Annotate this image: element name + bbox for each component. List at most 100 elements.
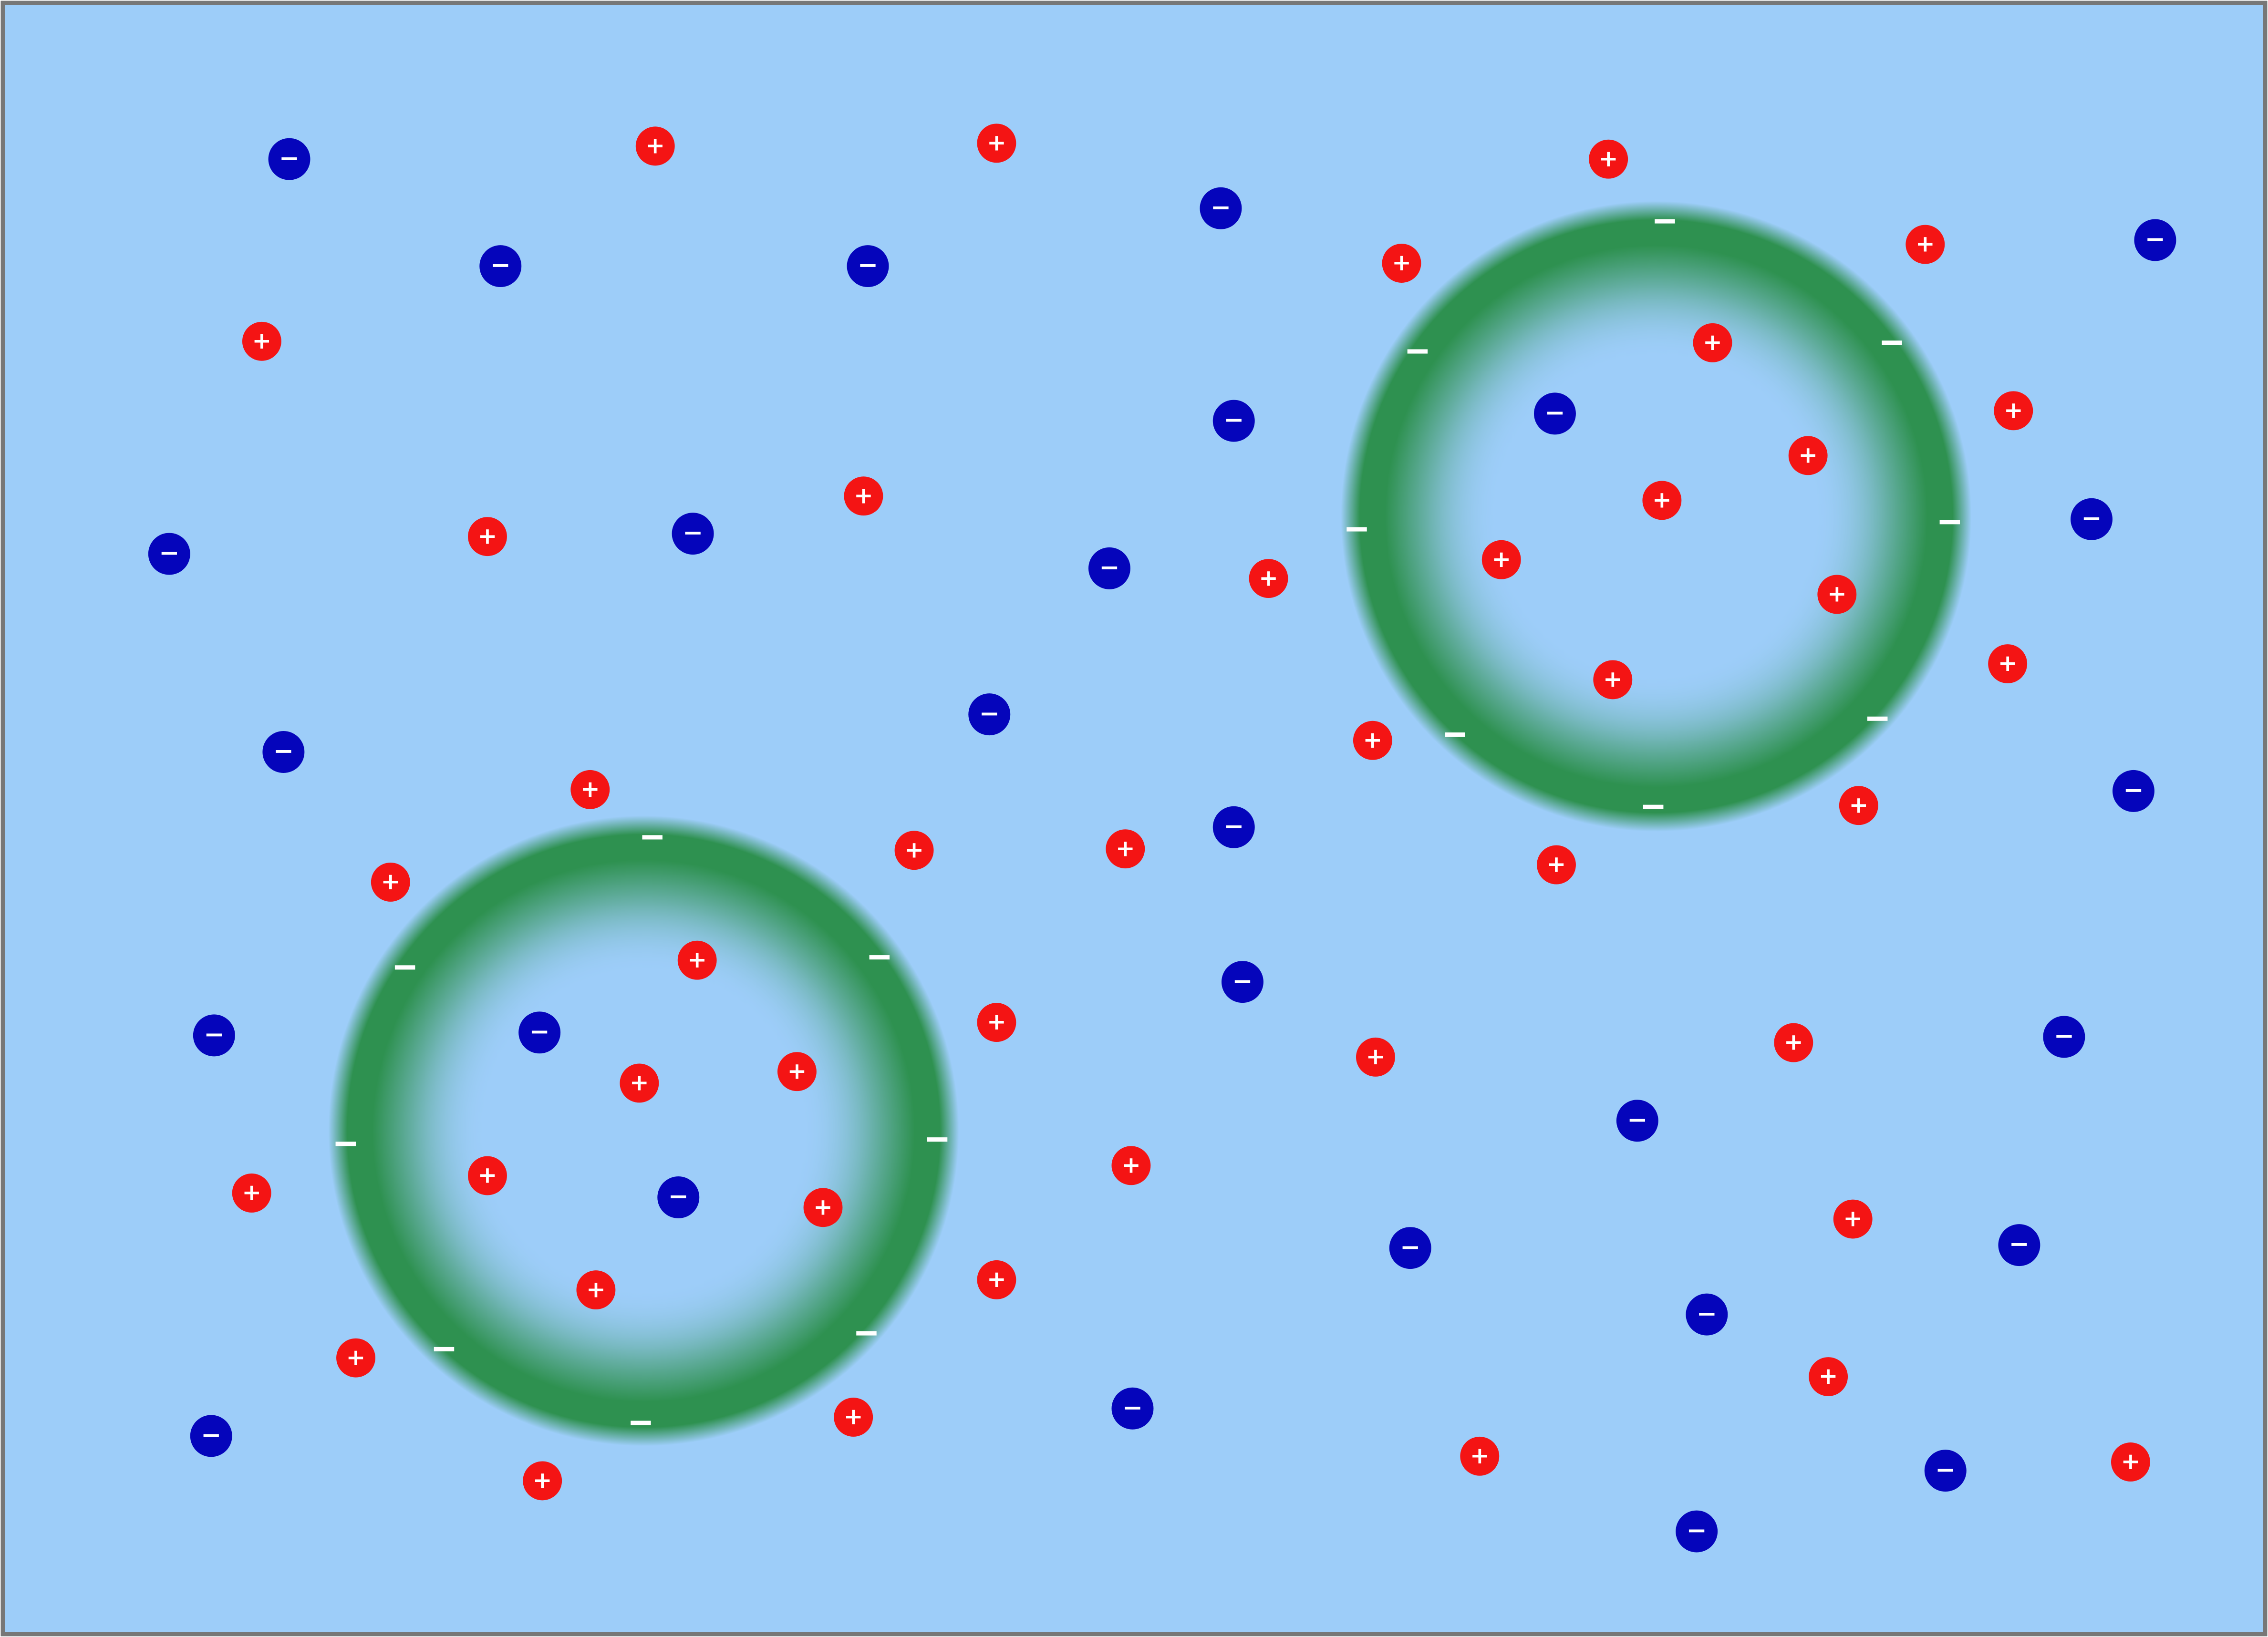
- plus-sign-icon: +: [987, 129, 1006, 156]
- plus-sign-icon: +: [1547, 851, 1566, 878]
- negative-ion: −: [968, 693, 1011, 736]
- plus-sign-icon: +: [987, 1266, 1006, 1293]
- shell-negative-charge-mark: [631, 1421, 651, 1425]
- plus-sign-icon: +: [381, 868, 400, 895]
- negative-ion-body: [968, 693, 1011, 736]
- minus-sign-icon: −: [159, 539, 179, 567]
- plus-sign-icon: +: [1121, 1152, 1141, 1178]
- positive-ion: +: [1589, 139, 1628, 179]
- plus-sign-icon: +: [242, 1179, 261, 1206]
- positive-ion-body: [1593, 660, 1633, 700]
- positive-ion-body: [803, 1188, 843, 1227]
- positive-ion-body: [1537, 845, 1576, 885]
- positive-ion-body: [242, 321, 281, 361]
- plus-sign-icon: +: [1843, 1205, 1863, 1232]
- minus-sign-icon: −: [1935, 1455, 1956, 1484]
- positive-ion: +: [1481, 540, 1521, 579]
- positive-ion-body: [1994, 391, 2033, 431]
- negative-ion-body: [1212, 806, 1255, 848]
- plus-sign-icon: +: [1259, 565, 1278, 591]
- shell-negative-charge-mark: [1445, 732, 1465, 737]
- positive-ion-body: [1988, 644, 2028, 683]
- negative-ion: −: [2043, 1016, 2085, 1058]
- ion-layer: ++++++++++++++++++++++++++++++++++++++++…: [148, 124, 2176, 1553]
- plus-sign-icon: +: [904, 836, 924, 863]
- positive-ion-body: [570, 770, 610, 809]
- positive-ion: +: [1817, 575, 1857, 614]
- negative-ion-body: [1924, 1450, 1967, 1492]
- positive-ion: +: [620, 1063, 659, 1103]
- minus-sign-icon: −: [1223, 406, 1244, 434]
- shell-negative-charge-mark: [1346, 527, 1367, 532]
- positive-ion-body: [1788, 436, 1828, 475]
- positive-ion-body: [1249, 559, 1288, 598]
- shell-ring: [328, 815, 959, 1446]
- positive-ion-body: [894, 831, 934, 870]
- negative-ion: −: [1200, 187, 1242, 229]
- positive-ion: +: [777, 1052, 817, 1091]
- plus-sign-icon: +: [1363, 727, 1383, 753]
- plus-sign-icon: +: [687, 947, 707, 973]
- minus-sign-icon: −: [1627, 1105, 1647, 1134]
- positive-ion: +: [242, 321, 281, 361]
- positive-ion: +: [677, 940, 717, 980]
- minus-sign-icon: −: [1223, 812, 1244, 841]
- positive-ion-body: [844, 476, 883, 516]
- plus-sign-icon: +: [645, 133, 665, 159]
- positive-ion-body: [1906, 225, 1945, 264]
- negative-ion-body: [1111, 1387, 1154, 1430]
- positive-ion-body: [1382, 244, 1421, 283]
- negative-ion: −: [518, 1011, 561, 1054]
- plus-sign-icon: +: [346, 1344, 366, 1371]
- shell-negative-charge-mark: [335, 1142, 356, 1146]
- minus-sign-icon: −: [1544, 399, 1565, 427]
- positive-ion: +: [468, 1156, 507, 1195]
- negative-ion-body: [2071, 498, 2113, 540]
- negative-ion: −: [2134, 219, 2176, 261]
- minus-sign-icon: −: [204, 1020, 224, 1049]
- positive-ion-body: [1589, 139, 1628, 179]
- positive-ion-body: [1106, 829, 1145, 869]
- positive-ion-body: [834, 1398, 873, 1437]
- plus-sign-icon: +: [533, 1467, 552, 1494]
- positive-ion: +: [1382, 244, 1421, 283]
- negative-ion: −: [1533, 392, 1576, 435]
- positive-ion: +: [1249, 559, 1288, 598]
- negative-ion-body: [1676, 1510, 1718, 1553]
- positive-ion: +: [1833, 1199, 1873, 1239]
- negative-ion: −: [262, 731, 305, 773]
- positive-ion: +: [468, 517, 507, 556]
- negative-ion: −: [2071, 498, 2113, 540]
- plus-sign-icon: +: [586, 1276, 606, 1303]
- plus-sign-icon: +: [1849, 792, 1868, 818]
- plus-sign-icon: +: [252, 328, 272, 354]
- shell-negative-charge-mark: [434, 1347, 455, 1351]
- positive-ion: +: [1994, 391, 2033, 431]
- plus-sign-icon: +: [1366, 1043, 1386, 1070]
- negative-ion-body: [2113, 770, 2154, 812]
- negative-ion: −: [1212, 806, 1255, 848]
- plus-sign-icon: +: [1784, 1029, 1803, 1056]
- positive-ion: +: [1988, 644, 2028, 683]
- positive-ion: +: [336, 1338, 375, 1378]
- negative-ion: −: [1924, 1450, 1967, 1492]
- negative-ion-body: [148, 533, 190, 575]
- positive-ion: +: [1774, 1023, 1813, 1062]
- negative-ion-body: [1200, 187, 1242, 229]
- plus-sign-icon: +: [844, 1403, 863, 1430]
- negative-ion: −: [1389, 1227, 1431, 1269]
- minus-sign-icon: −: [683, 518, 703, 547]
- negative-ion: −: [1088, 547, 1130, 589]
- minus-sign-icon: −: [1400, 1233, 1420, 1261]
- minus-sign-icon: −: [2123, 776, 2144, 804]
- minus-sign-icon: −: [490, 251, 511, 279]
- positive-ion: +: [371, 862, 410, 902]
- negative-ion-body: [190, 1415, 232, 1457]
- minus-sign-icon: −: [668, 1182, 689, 1211]
- positive-ion: +: [894, 831, 934, 870]
- minus-sign-icon: −: [279, 144, 300, 173]
- positive-ion: +: [570, 770, 610, 809]
- positive-ion-body: [1481, 540, 1521, 579]
- positive-ion: +: [1356, 1037, 1395, 1077]
